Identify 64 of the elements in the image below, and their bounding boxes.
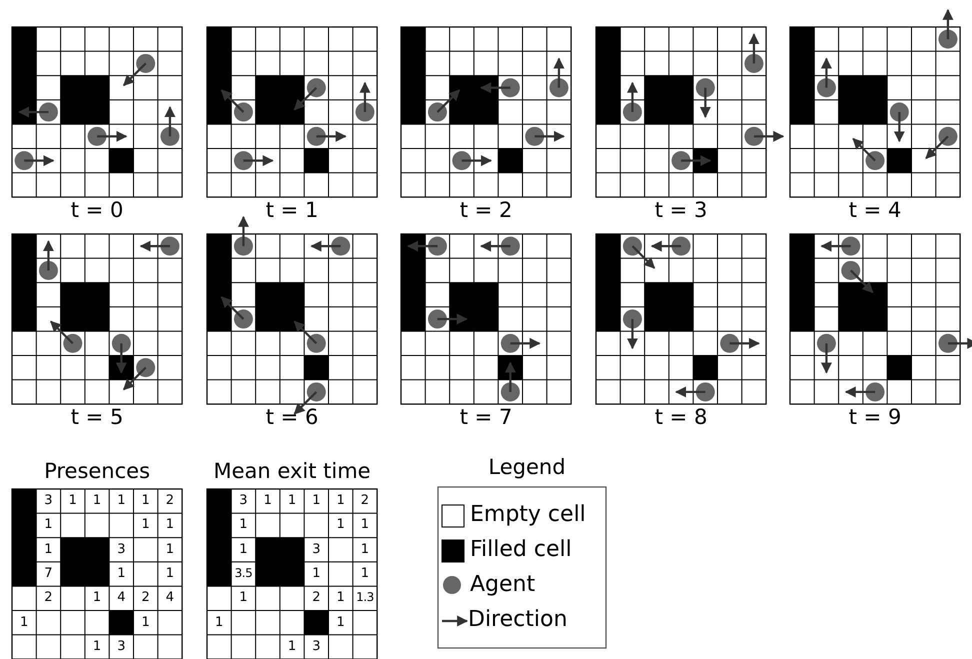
cell-value: 1: [286, 494, 298, 507]
time-label: t = 2: [460, 200, 512, 222]
cell-value: 1: [92, 591, 102, 604]
legend-title: Legend: [488, 457, 566, 478]
cell-value: 7: [43, 566, 54, 580]
table-title: Mean exit time: [214, 461, 371, 482]
table-title: Presences: [44, 461, 150, 482]
time-label: t = 1: [266, 200, 318, 222]
cell-value: 1: [360, 518, 370, 532]
legend-label: Agent: [470, 574, 536, 596]
cell-value: 2: [140, 591, 151, 604]
cell-value: 1: [116, 566, 126, 580]
cell-value: 1: [43, 518, 54, 532]
cell-value: 3: [43, 494, 54, 507]
cell-value: 3: [311, 542, 322, 556]
cell-value: 1: [238, 542, 249, 556]
cell-value: 1: [140, 494, 151, 507]
cell-value: 1: [140, 518, 151, 532]
legend-label: Direction: [468, 609, 568, 631]
cell-value: 1: [336, 616, 346, 628]
cell-value: 2: [43, 591, 54, 604]
cell-value: 1: [164, 542, 176, 556]
cell-value: 1: [286, 640, 298, 653]
time-label: t = 9: [848, 407, 902, 428]
cell-value: 1: [92, 640, 102, 653]
cell-value: 1: [116, 494, 126, 507]
cell-value: 1: [238, 518, 249, 532]
cell-value: 4: [164, 591, 176, 604]
cell-value: 2: [164, 494, 176, 507]
cell-value: 1: [238, 591, 249, 604]
time-label: t = 8: [654, 407, 708, 428]
cell-value: 1: [311, 566, 322, 580]
cell-value: 1.3: [355, 591, 375, 604]
cell-value: 3: [238, 494, 249, 507]
cell-value: 1: [360, 542, 370, 556]
time-label: t = 0: [70, 200, 124, 222]
cell-value: 2: [311, 591, 322, 604]
cell-value: 1: [311, 494, 322, 507]
cell-value: 3: [116, 640, 126, 653]
cell-value: 1: [43, 542, 54, 556]
cell-value: 1: [360, 566, 370, 580]
cell-value: 3: [116, 542, 126, 556]
time-label: t = 3: [654, 200, 708, 222]
cell-value: 1: [140, 616, 151, 628]
cell-value: 1: [164, 518, 176, 532]
time-label: t = 5: [70, 407, 124, 428]
cell-value: 1: [92, 494, 102, 507]
cell-value: 1: [68, 494, 78, 507]
cell-value: 3: [311, 640, 322, 653]
legend-label: Empty cell: [470, 504, 586, 526]
time-label: t = 6: [266, 407, 318, 428]
cell-value: 1: [164, 566, 176, 580]
cell-value: 1: [214, 616, 224, 628]
cell-value: 3.5: [234, 566, 254, 579]
cell-value: 1: [336, 518, 346, 532]
cell-value: 2: [360, 494, 370, 507]
cell-value: 1: [336, 494, 346, 507]
cell-value: 1: [19, 616, 30, 628]
cell-value: 1: [262, 494, 273, 507]
cell-value: 4: [116, 591, 126, 604]
cell-value: 1: [336, 591, 346, 604]
time-label: t = 4: [848, 200, 902, 222]
legend-label: Filled cell: [470, 539, 572, 561]
time-label: t = 7: [460, 407, 512, 428]
